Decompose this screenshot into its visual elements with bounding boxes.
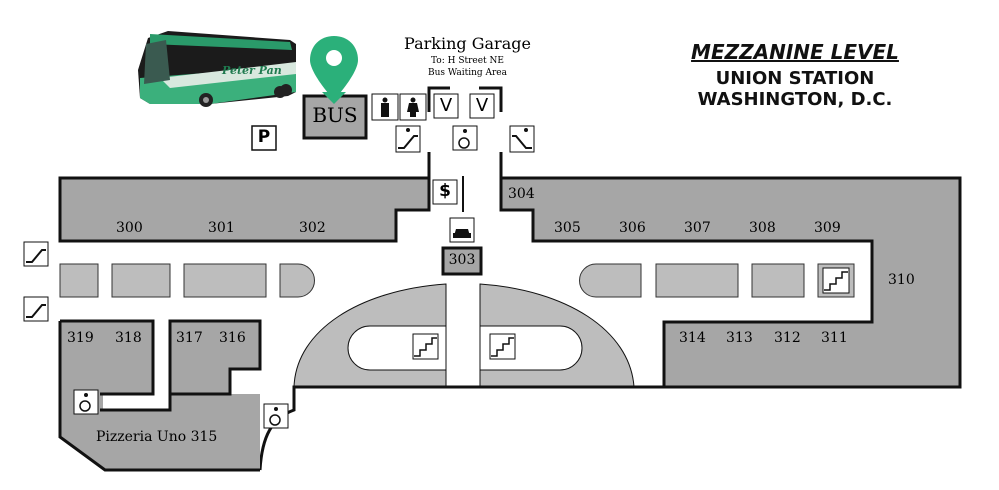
shop-303[interactable]	[441, 246, 483, 276]
shop-307-label[interactable]: 307	[684, 220, 711, 236]
shop-314-label[interactable]: 314	[679, 330, 706, 346]
shop-306-label[interactable]: 306	[619, 220, 646, 236]
kiosk	[111, 263, 171, 298]
parking-line-2: Bus Waiting Area	[427, 68, 507, 78]
valet-label-1: V	[439, 95, 453, 116]
shop-305-label[interactable]: 305	[554, 220, 581, 236]
city-name: WASHINGTON, D.C.	[697, 89, 893, 110]
shop-312-label[interactable]: 312	[774, 330, 801, 346]
parking-line-1: To: H Street NE	[431, 56, 504, 66]
shop-319-label[interactable]: 319	[67, 330, 94, 346]
kiosk	[579, 263, 642, 298]
parking-icon	[251, 125, 277, 151]
shop-315-label[interactable]: Pizzeria Uno 315	[96, 429, 218, 445]
shop-304-label[interactable]: 304	[508, 186, 535, 202]
kiosk	[183, 263, 267, 298]
parking-garage-title: Parking Garage	[404, 34, 531, 53]
bus-label: BUS	[312, 103, 358, 127]
accessible-icon	[452, 125, 478, 151]
shop-300-label[interactable]: 300	[116, 220, 143, 236]
taxi-icon	[449, 217, 475, 243]
kiosk	[59, 263, 99, 298]
kiosk	[279, 263, 315, 298]
level-title: MEZZANINE LEVEL	[691, 40, 899, 64]
shop-301-label[interactable]: 301	[208, 220, 235, 236]
shop-303-label[interactable]: 303	[448, 252, 476, 268]
parking-label: P	[257, 127, 271, 147]
bus-illustration: Peter Pan	[138, 31, 296, 107]
escalator-down-icon	[23, 241, 49, 267]
womens-restroom-icon	[399, 93, 427, 121]
station-name: UNION STATION	[715, 68, 875, 89]
valet-label-2: V	[475, 95, 489, 116]
valet-icon	[469, 93, 495, 119]
shop-block-304-314[interactable]	[499, 176, 962, 389]
shop-311-label[interactable]: 311	[821, 330, 848, 346]
bus-area-box[interactable]	[302, 94, 368, 140]
shop-309-label[interactable]: 309	[814, 220, 841, 236]
stairs-icon	[412, 333, 439, 360]
atm-icon	[432, 179, 458, 205]
valet-icon	[433, 93, 459, 119]
shop-317-label[interactable]: 317	[176, 330, 203, 346]
escalator-up-icon	[23, 296, 49, 322]
shop-302-label[interactable]: 302	[299, 220, 326, 236]
shop-313-label[interactable]: 313	[726, 330, 753, 346]
shop-block-300-302[interactable]	[58, 176, 431, 243]
kiosk	[751, 263, 805, 298]
atm-label: $	[439, 181, 451, 201]
location-pin-icon[interactable]	[310, 36, 358, 100]
escalator-down-icon	[395, 125, 421, 153]
bus-brand-text: Peter Pan	[221, 64, 282, 77]
kiosk	[655, 263, 739, 298]
accessible-icon	[263, 403, 289, 429]
accessible-icon	[73, 389, 99, 415]
mens-restroom-icon	[371, 93, 399, 121]
shop-316-label[interactable]: 316	[219, 330, 246, 346]
shop-308-label[interactable]: 308	[749, 220, 776, 236]
escalator-up-icon	[509, 125, 535, 153]
stairs-icon	[489, 333, 516, 360]
shop-318-label[interactable]: 318	[115, 330, 142, 346]
shop-310-label[interactable]: 310	[888, 272, 915, 288]
stairs-icon	[817, 263, 855, 298]
